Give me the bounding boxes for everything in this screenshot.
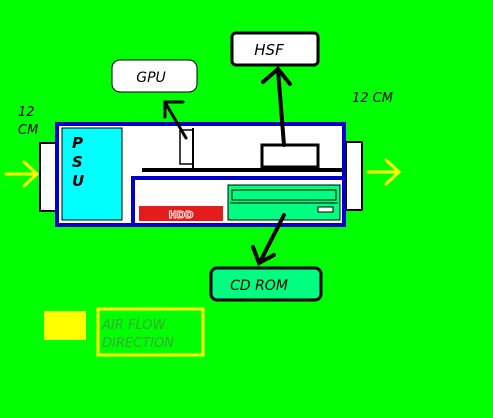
hdd [139, 206, 223, 221]
fan-right-size-label: 12 CM [352, 91, 393, 106]
legend-text-line1: AIR FLOW [101, 318, 166, 333]
psu-letter-s: S [72, 153, 83, 171]
cdrom-button [317, 206, 334, 213]
psu [61, 127, 123, 221]
fan-left-size-unit: CM [18, 123, 38, 138]
psu-letter-u: U [72, 172, 84, 190]
gpu-card [179, 129, 194, 165]
fan-left [39, 142, 57, 212]
cdrom-label: CD ROM [230, 278, 288, 294]
hsf-arrow [261, 66, 292, 147]
fan-left-size-number: 12 [18, 105, 35, 120]
gpu-arrow [163, 100, 188, 140]
fan-right [345, 141, 363, 211]
cdrom-arrow [251, 213, 286, 266]
hdd-label: HDD [169, 210, 194, 221]
gpu-label: GPU [136, 70, 166, 86]
legend-box [96, 307, 205, 357]
hsf-block [260, 143, 320, 169]
legend-swatch [44, 311, 86, 340]
hsf-label: HSF [254, 41, 284, 59]
airflow-arrow-in [4, 160, 40, 188]
cdrom-tray [231, 189, 337, 201]
legend-text-line2: DIRECTION [102, 336, 174, 351]
gpu-callout-box [111, 59, 198, 93]
hsf-callout-box [230, 31, 320, 67]
psu-letter-p: P [72, 134, 83, 152]
cdrom-callout-box [209, 266, 323, 302]
airflow-arrow-out [366, 158, 402, 186]
